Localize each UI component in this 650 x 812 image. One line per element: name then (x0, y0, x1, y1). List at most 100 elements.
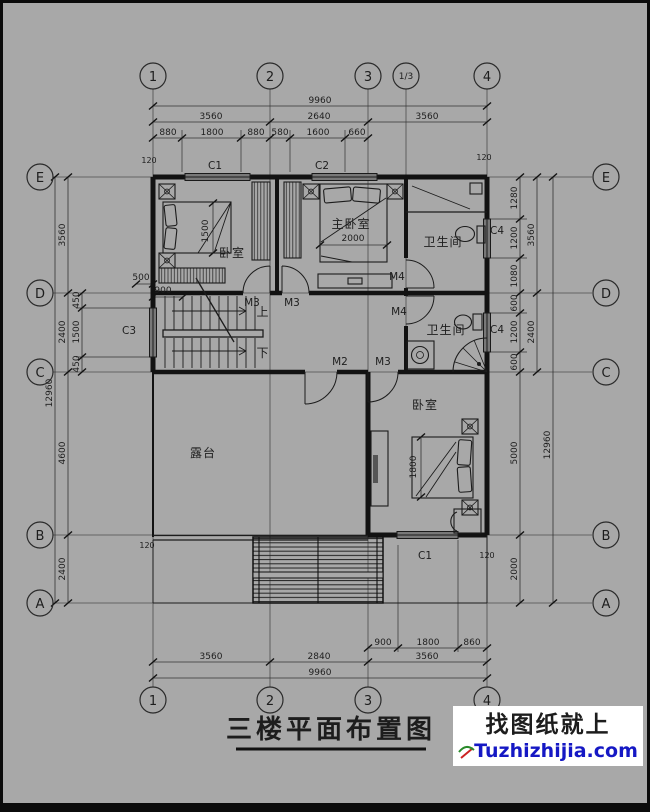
stair-up-label: 上 (256, 305, 269, 319)
grid-row-e-right: E (602, 171, 610, 186)
drawing-title: 三楼平面布置图 (226, 715, 432, 751)
grid-row-d-right: D (601, 287, 611, 302)
doors (242, 259, 435, 405)
pillow (323, 186, 352, 204)
tv-cabinet (317, 273, 393, 289)
nightstand (302, 183, 320, 200)
toilet-bowl (454, 225, 476, 243)
shower-drain (477, 362, 481, 366)
tag-c3: C3 (122, 325, 136, 337)
exterior-steps (252, 536, 384, 604)
room-label-master: 主卧室 (331, 216, 370, 231)
door-m3-master (281, 265, 310, 294)
nightstand (158, 183, 176, 200)
dim-texts-top: 9960 3560 2640 3560 880 1800 880 580 160… (159, 96, 438, 138)
watermark: 找图纸就上 Tuzhizhijia.com (453, 706, 643, 766)
pillow (456, 466, 473, 493)
pillow (456, 439, 473, 466)
grid-col-3-top: 3 (364, 70, 372, 85)
dim-texts-left: 12960 3560 2400 4600 2400 450 1500 450 (45, 223, 82, 580)
dim-stair-width: 900 (154, 286, 171, 296)
tag-c2: C2 (315, 160, 329, 172)
dim-bed-br: 1800 (409, 455, 419, 478)
tag-m2: M2 (332, 356, 348, 368)
grid-col-4-bottom: 4 (483, 694, 491, 709)
door-m3-bedroom-br (367, 371, 399, 403)
dim-texts-interior: 1500 2000 1800 900 500 120 120 120 120 (132, 153, 494, 560)
grid-col-2-bottom: 2 (266, 694, 274, 709)
dim-left-mid-1: 3560 (58, 223, 68, 246)
dim-offset-bl: 120 (139, 541, 154, 550)
room-label-bath-top: 卫生间 (423, 235, 462, 249)
grid-bubbles (26, 62, 620, 714)
toilet-bowl (453, 314, 473, 330)
dim-right-fine-7: 5000 (510, 441, 520, 464)
nightstand (386, 183, 404, 200)
tag-m4-top: M4 (389, 271, 405, 283)
dim-right-mid-2: 2400 (527, 320, 537, 343)
watermark-logo-icon (460, 747, 474, 759)
tag-m3-b: M3 (284, 297, 300, 309)
dim-bot-fine-1: 900 (374, 638, 391, 648)
grid-row-a-right: A (602, 597, 611, 612)
grid-row-d-left: D (35, 287, 45, 302)
grid-row-b-left: B (36, 529, 45, 544)
dim-texts-right: 1280 1200 1080 600 1200 600 5000 2000 35… (510, 186, 553, 580)
grid-row-c-right: C (601, 366, 610, 381)
dim-top-mid-2: 2640 (308, 112, 331, 122)
bedroom-tl-furniture (158, 181, 271, 284)
dim-offset-br: 120 (479, 551, 494, 560)
bed-br (411, 436, 474, 499)
pillow (163, 204, 178, 227)
chair (450, 511, 458, 532)
dim-landing: 500 (132, 273, 149, 283)
dim-bot-total: 9960 (309, 668, 332, 678)
nightstand (461, 499, 479, 516)
door-m4-ensuite (405, 259, 435, 289)
dim-top-mid-1: 3560 (200, 112, 223, 122)
wardrobe (283, 181, 302, 259)
pillow (352, 186, 381, 204)
dim-bot-fine-3: 860 (463, 638, 480, 648)
dim-texts-bottom: 900 1800 860 3560 2840 3560 9960 (200, 638, 481, 678)
dim-top-fine-4: 580 (271, 128, 288, 138)
dim-offset-tl: 120 (141, 156, 156, 165)
nightstand (158, 252, 176, 269)
tag-m4-mid: M4 (391, 306, 407, 318)
dim-left-fine-2: 1500 (72, 320, 82, 343)
tag-c4-mid: C4 (490, 324, 504, 336)
door-m4-bath-mid (405, 295, 435, 325)
room-label-bath-mid: 卫生间 (426, 323, 465, 337)
bed-master (319, 183, 388, 263)
pillow (163, 227, 178, 250)
stair-down-label: 下 (256, 346, 269, 360)
staircase (162, 277, 264, 368)
watermark-logo-icon (458, 746, 475, 753)
grid-row-b-right: B (602, 529, 611, 544)
bed-tl (162, 201, 232, 254)
sink-basin (410, 345, 430, 365)
grid-col-1-top: 1 (149, 70, 157, 85)
watermark-site: Tuzhizhijia.com (474, 740, 638, 762)
desk (453, 508, 482, 534)
grid-col-2-top: 2 (266, 70, 274, 85)
grid-col-3-bottom: 3 (364, 694, 372, 709)
dim-bot-mid-2: 2840 (308, 652, 331, 662)
grid-row-e-left: E (36, 171, 44, 186)
master-furniture (283, 181, 404, 289)
dim-left-mid-3: 4600 (58, 441, 68, 464)
floor-drain (469, 182, 483, 195)
dim-top-mid-3: 3560 (416, 112, 439, 122)
component-tags: C1 C2 C3 C4 C4 C1 M3 M3 M2 M3 M4 M4 (122, 160, 504, 562)
room-label-terrace: 露台 (190, 445, 216, 460)
grid-bubble-labels: 1 2 3 1/3 4 1 2 3 4 E D C B A E D C B A (35, 70, 611, 709)
dim-right-mid-1: 3560 (527, 223, 537, 246)
door-m2-terrace (304, 371, 338, 405)
grid-col-13-top: 1/3 (399, 72, 413, 82)
dim-top-fine-3: 880 (247, 128, 264, 138)
stair-handrail (162, 329, 264, 338)
tag-c1-top: C1 (208, 160, 222, 172)
grid-col-4-top: 4 (483, 70, 491, 85)
room-labels: 卧室 主卧室 卫生间 卫生间 露台 卧室 上 下 (190, 216, 465, 460)
